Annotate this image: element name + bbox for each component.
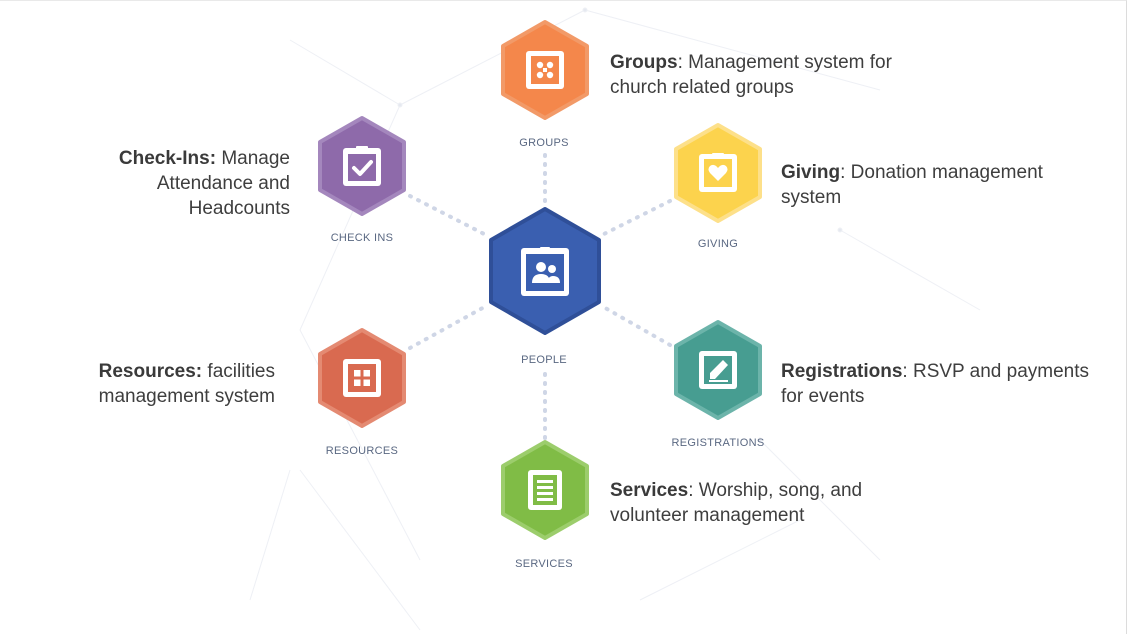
desc-registrations: Registrations: RSVP and payments for eve… [781, 359, 1111, 409]
connector-checkins [408, 194, 490, 238]
connectors [408, 153, 672, 442]
desc-giving-title: Giving [781, 162, 841, 183]
checkbox-icon [343, 146, 381, 186]
desc-services: Services: Worship, song, and volunteer m… [610, 478, 900, 528]
desc-giving-sep: : [840, 162, 846, 183]
people-card-icon [521, 247, 569, 296]
list-sheet-icon [528, 470, 562, 510]
connector-resources [408, 303, 490, 350]
label-checkins: CHECK INS [330, 232, 394, 244]
label-people: PEOPLE [521, 354, 567, 366]
pencil-square-icon [699, 351, 737, 389]
label-registrations: REGISTRATIONS [671, 437, 765, 449]
module-groups[interactable] [501, 20, 589, 120]
desc-services-title: Services [610, 480, 689, 501]
label-groups: GROUPS [519, 137, 569, 149]
connector-giving [598, 199, 672, 238]
desc-resources-title: Resources: [98, 361, 203, 382]
desc-registrations-text: RSVP and payments for events [781, 361, 1090, 407]
desc-registrations-title: Registrations [781, 361, 903, 382]
desc-giving: Giving: Donation management system [781, 160, 1071, 210]
groups-grid-icon [526, 51, 564, 89]
desc-groups-title: Groups [610, 52, 678, 73]
desc-groups-sep: : [677, 52, 683, 73]
heart-icon [699, 153, 737, 192]
desc-registrations-sep: : [902, 361, 908, 382]
module-services[interactable] [501, 440, 589, 540]
desc-giving-text: Donation management system [781, 162, 1043, 208]
module-resources[interactable] [318, 328, 406, 428]
desc-checkins-text: Manage Attendance and Headcounts [156, 148, 290, 219]
desc-services-text: Worship, song, and volunteer management [610, 480, 863, 526]
desc-checkins: Check-Ins: Manage Attendance and Headcou… [100, 146, 290, 221]
connector-registrations [598, 303, 672, 347]
module-registrations[interactable] [674, 320, 762, 420]
desc-resources: Resources: facilities management system [60, 359, 275, 409]
desc-resources-text: facilities management system [98, 361, 275, 407]
desc-services-sep: : [688, 480, 694, 501]
desc-groups: Groups: Management system for church rel… [610, 50, 930, 100]
resources-grid-icon [343, 359, 381, 397]
background-network [249, 7, 981, 631]
module-giving[interactable] [674, 123, 762, 223]
label-services: SERVICES [515, 558, 573, 570]
desc-groups-text: Management system for church related gro… [610, 52, 892, 98]
hub-people[interactable] [489, 207, 601, 335]
desc-checkins-title: Check-Ins: [118, 148, 217, 169]
label-resources: RESOURCES [325, 445, 399, 457]
label-giving: GIVING [697, 238, 739, 250]
module-checkins[interactable] [318, 116, 406, 216]
